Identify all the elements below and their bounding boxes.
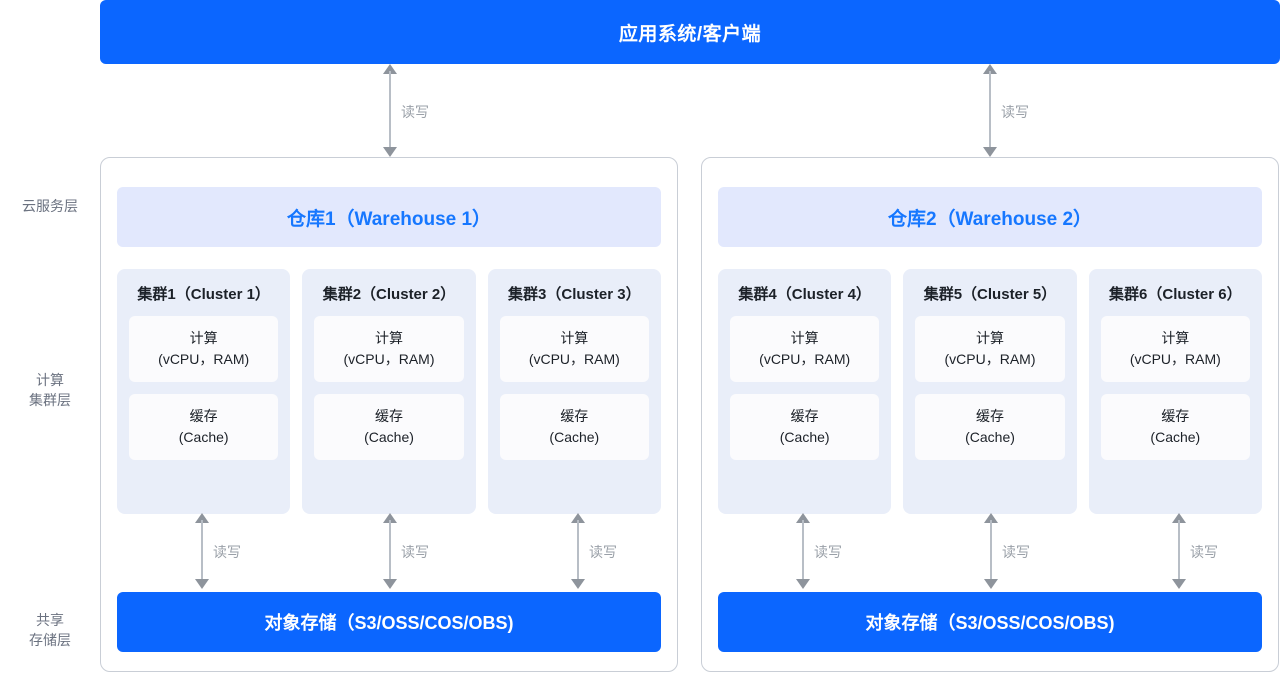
compute-label-line1: 计算 <box>975 330 1004 346</box>
cache-label-line1: 缓存 <box>790 408 819 424</box>
object-storage-label-2: 对象存储（S3/OSS/COS/OBS) <box>865 613 1115 633</box>
arrow-label-cluster-2-storage: 读写 <box>401 544 429 560</box>
arrow-client-to-warehouse-1 <box>379 64 401 157</box>
cache-box-3: 缓存 (Cache) <box>499 394 649 460</box>
arrow-label-cluster-4-storage: 读写 <box>814 544 842 560</box>
cluster-card-4[interactable]: 集群4（Cluster 4） 计算 (vCPU，RAM) 缓存 (Cache) <box>718 269 892 514</box>
cache-box-2: 缓存 (Cache) <box>314 394 464 460</box>
compute-label-line1: 计算 <box>374 330 403 346</box>
arrow-head-up-icon <box>382 64 397 74</box>
application-client-label: 应用系统/客户端 <box>618 23 762 45</box>
warehouse-title-2-label: 仓库2（Warehouse 2） <box>887 208 1093 230</box>
cache-label-line2: (Cache) <box>549 429 600 445</box>
compute-label-line1: 计算 <box>790 330 819 346</box>
compute-box-6: 计算 (vCPU，RAM) <box>1100 316 1250 382</box>
arrow-label-cluster-1-storage: 读写 <box>213 544 241 560</box>
cache-label-line1: 缓存 <box>189 408 218 424</box>
arrow-head-up-icon <box>982 64 997 74</box>
arrow-label-cluster-3-storage: 读写 <box>589 544 617 560</box>
cluster-title-2: 集群2（Cluster 2） <box>322 286 456 303</box>
cluster-row-2: 集群4（Cluster 4） 计算 (vCPU，RAM) 缓存 (Cache) … <box>718 269 1262 514</box>
warehouse-container-1: 仓库1（Warehouse 1） 集群1（Cluster 1） 计算 (vCPU… <box>100 157 678 672</box>
arrow-label-client-warehouse-1: 读写 <box>401 104 429 120</box>
layer-label-shared-storage: 共享 存储层 <box>0 610 100 650</box>
cluster-title-3: 集群3（Cluster 3） <box>508 286 641 303</box>
object-storage-label-1: 对象存储（S3/OSS/COS/OBS) <box>264 613 514 633</box>
cache-label-line1: 缓存 <box>1161 408 1190 424</box>
compute-box-1: 计算 (vCPU，RAM) <box>129 316 279 382</box>
warehouse-title-1-label: 仓库1（Warehouse 1） <box>286 208 492 230</box>
cluster-card-2[interactable]: 集群2（Cluster 2） 计算 (vCPU，RAM) 缓存 (Cache) <box>302 269 476 514</box>
layer-label-compute-cluster: 计算 集群层 <box>0 370 100 410</box>
compute-label-line2: (vCPU，RAM) <box>528 351 620 367</box>
compute-box-3: 计算 (vCPU，RAM) <box>499 316 649 382</box>
arrow-head-down-icon <box>982 147 997 157</box>
cluster-card-3[interactable]: 集群3（Cluster 3） 计算 (vCPU，RAM) 缓存 (Cache) <box>487 269 661 514</box>
cluster-title-4: 集群4（Cluster 4） <box>738 286 871 303</box>
layer-label-compute-cluster-line1: 计算 <box>36 372 64 388</box>
layer-label-cloud-service: 云服务层 <box>0 196 100 216</box>
compute-label-line1: 计算 <box>189 330 218 346</box>
layer-label-shared-storage-line2: 存储层 <box>29 632 71 648</box>
compute-label-line2: (vCPU，RAM) <box>944 351 1036 367</box>
compute-label-line1: 计算 <box>1161 330 1190 346</box>
cluster-card-6[interactable]: 集群6（Cluster 6） 计算 (vCPU，RAM) 缓存 (Cache) <box>1088 269 1262 514</box>
cluster-title-6: 集群6（Cluster 6） <box>1109 286 1242 303</box>
arrow-client-to-warehouse-2 <box>979 64 1001 157</box>
arrow-label-cluster-5-storage: 读写 <box>1002 544 1030 560</box>
layer-label-cloud-service-line1: 云服务层 <box>22 198 78 214</box>
cache-label-line2: (Cache) <box>779 429 830 445</box>
cache-box-1: 缓存 (Cache) <box>129 394 279 460</box>
cache-label-line2: (Cache) <box>1150 429 1201 445</box>
cluster-row-1: 集群1（Cluster 1） 计算 (vCPU，RAM) 缓存 (Cache) … <box>117 269 661 514</box>
compute-label-line2: (vCPU，RAM) <box>1129 351 1221 367</box>
cache-box-6: 缓存 (Cache) <box>1100 394 1250 460</box>
cache-label-line2: (Cache) <box>364 429 414 445</box>
cache-box-5: 缓存 (Cache) <box>915 394 1065 460</box>
arrow-label-client-warehouse-2: 读写 <box>1001 104 1029 120</box>
cluster-card-1[interactable]: 集群1（Cluster 1） 计算 (vCPU，RAM) 缓存 (Cache) <box>117 269 291 514</box>
cache-label-line2: (Cache) <box>178 429 229 445</box>
warehouse-title-2: 仓库2（Warehouse 2） <box>718 187 1262 247</box>
compute-box-4: 计算 (vCPU，RAM) <box>730 316 880 382</box>
compute-label-line2: (vCPU，RAM) <box>343 351 435 367</box>
cache-box-4: 缓存 (Cache) <box>730 394 880 460</box>
cache-label-line1: 缓存 <box>374 408 403 424</box>
warehouse-container-2: 仓库2（Warehouse 2） 集群4（Cluster 4） 计算 (vCPU… <box>701 157 1279 672</box>
cache-label-line2: (Cache) <box>965 429 1015 445</box>
cache-label-line1: 缓存 <box>975 408 1004 424</box>
layer-label-shared-storage-line1: 共享 <box>36 612 64 628</box>
compute-label-line2: (vCPU，RAM) <box>158 351 250 367</box>
compute-label-line1: 计算 <box>560 330 589 346</box>
application-client-bar: 应用系统/客户端 <box>100 0 1280 64</box>
layer-label-compute-cluster-line2: 集群层 <box>29 392 71 408</box>
arrow-label-cluster-6-storage: 读写 <box>1190 544 1218 560</box>
cluster-title-1: 集群1（Cluster 1） <box>137 286 270 303</box>
compute-box-5: 计算 (vCPU，RAM) <box>915 316 1065 382</box>
arrow-stem <box>389 71 391 150</box>
cache-label-line1: 缓存 <box>560 408 589 424</box>
object-storage-bar-2: 对象存储（S3/OSS/COS/OBS) <box>718 592 1262 652</box>
arrow-stem <box>989 71 991 150</box>
cluster-title-5: 集群5（Cluster 5） <box>923 286 1057 303</box>
compute-box-2: 计算 (vCPU，RAM) <box>314 316 464 382</box>
arrow-head-down-icon <box>382 147 397 157</box>
compute-label-line2: (vCPU，RAM) <box>759 351 851 367</box>
object-storage-bar-1: 对象存储（S3/OSS/COS/OBS) <box>117 592 661 652</box>
warehouse-title-1: 仓库1（Warehouse 1） <box>117 187 661 247</box>
cluster-card-5[interactable]: 集群5（Cluster 5） 计算 (vCPU，RAM) 缓存 (Cache) <box>903 269 1077 514</box>
